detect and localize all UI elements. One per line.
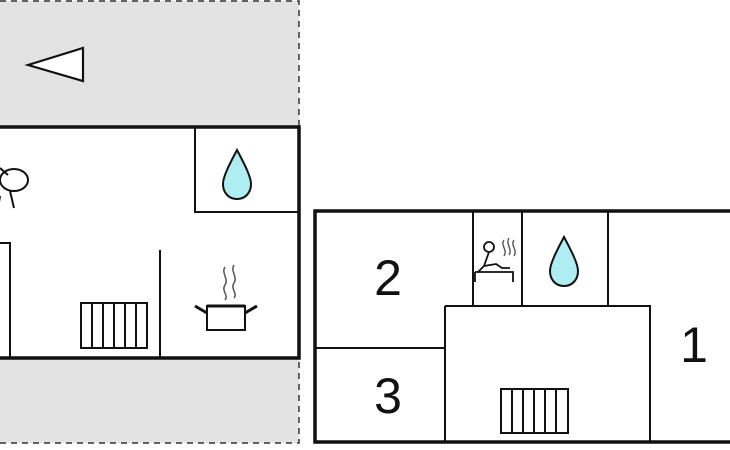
sauna-icon <box>474 237 516 282</box>
radiator-icon <box>500 388 569 434</box>
room-label-1: 1 <box>680 317 708 373</box>
terrace-area <box>0 0 300 444</box>
water-drop-icon <box>221 147 253 201</box>
room-label-3: 3 <box>374 368 402 424</box>
direction-arrow-icon <box>24 46 85 83</box>
left-building <box>0 125 301 360</box>
cooking-pot-icon <box>194 264 258 331</box>
water-drop-icon <box>548 234 580 288</box>
room-label-2: 2 <box>374 250 402 306</box>
radiator-icon <box>80 302 148 349</box>
garden-chair-icon <box>0 167 29 209</box>
